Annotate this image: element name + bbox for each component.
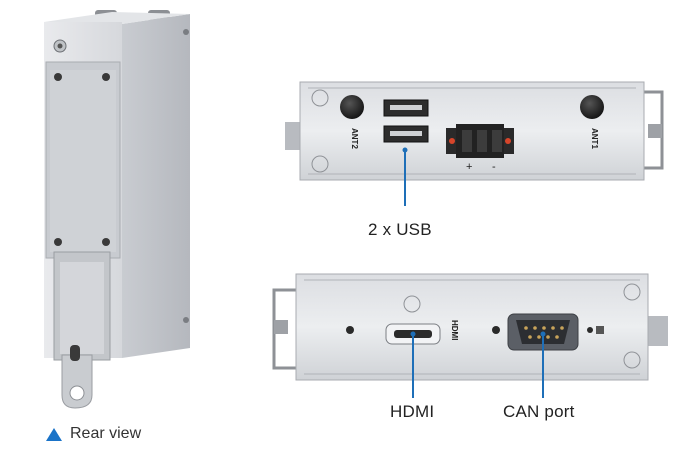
bottom-device-view: HDMI <box>272 273 668 381</box>
rear-view-caption: Rear view <box>46 425 141 443</box>
rear-view-device <box>44 10 190 409</box>
blue-triangle-icon <box>46 427 62 441</box>
top-device-view: ANT2 + - ANT1 <box>285 81 664 181</box>
minus-marking: - <box>492 161 496 173</box>
hdmi-label: HDMI <box>390 402 435 421</box>
ant1-marking: ANT1 <box>590 128 599 149</box>
plus-marking: + <box>466 161 472 173</box>
can-port-label: CAN port <box>503 402 575 421</box>
ant2-marking: ANT2 <box>350 128 359 149</box>
usb-label: 2 x USB <box>368 220 432 239</box>
hdmi-port-marking: HDMI <box>450 320 459 340</box>
rear-view-label: Rear view <box>70 425 142 442</box>
